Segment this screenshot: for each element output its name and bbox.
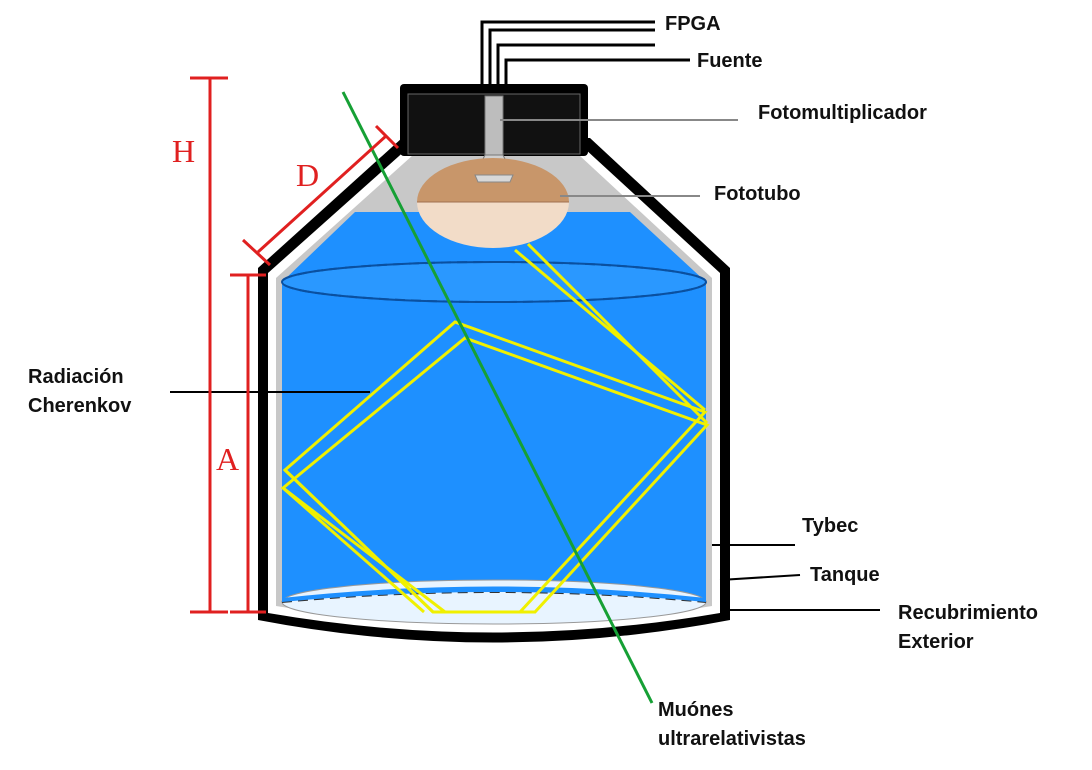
label-radiacion: Radiación [28,366,124,388]
water-bottom-fill [282,586,706,602]
label-fpga: FPGA [665,13,721,35]
dimension-d-label: D [296,157,319,193]
label-ultrarelativistas: ultrarelativistas [658,728,806,750]
dimension-markers [190,76,400,614]
cherenkov-radiation-rays [280,242,710,614]
dimension-h-label: H [172,133,195,169]
phototube [417,158,569,248]
label-recubrimiento: Recubrimiento [898,602,1038,624]
leader-lines [170,119,880,611]
dimension-a-label: A [216,441,239,477]
water-bottom-front [281,591,707,603]
label-exterior: Exterior [898,631,974,653]
label-fuente: Fuente [697,50,763,72]
label-muones: Muónes [658,699,734,721]
muon-trajectory [341,91,654,704]
label-cherenkov: Cherenkov [28,395,132,417]
water-volume [282,212,706,619]
water-surface-back [281,261,707,303]
signal-cables [480,20,690,85]
label-tanque: Tanque [810,564,880,586]
label-tybec: Tybec [802,515,858,537]
label-fotomultiplicador: Fotomultiplicador [758,102,927,124]
label-fototubo: Fototubo [714,183,801,205]
